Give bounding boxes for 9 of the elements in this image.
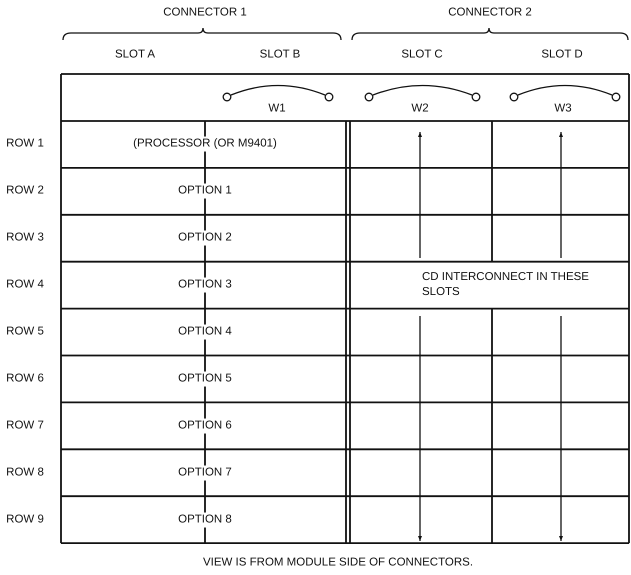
slot-entry: OPTION 7 [177,465,233,480]
slot-entry: OPTION 8 [177,512,233,528]
slot-entry: OPTION 4 [177,324,233,340]
slot-entry: OPTION 6 [177,418,233,434]
slot-entry: OPTION 1 [177,184,233,199]
slot-entry: (PROCESSOR (OR M9401) [132,136,278,152]
slot-entry: OPTION 3 [177,278,233,293]
slot-entry: OPTION 5 [177,371,233,386]
slot-entry: OPTION 2 [177,230,233,246]
